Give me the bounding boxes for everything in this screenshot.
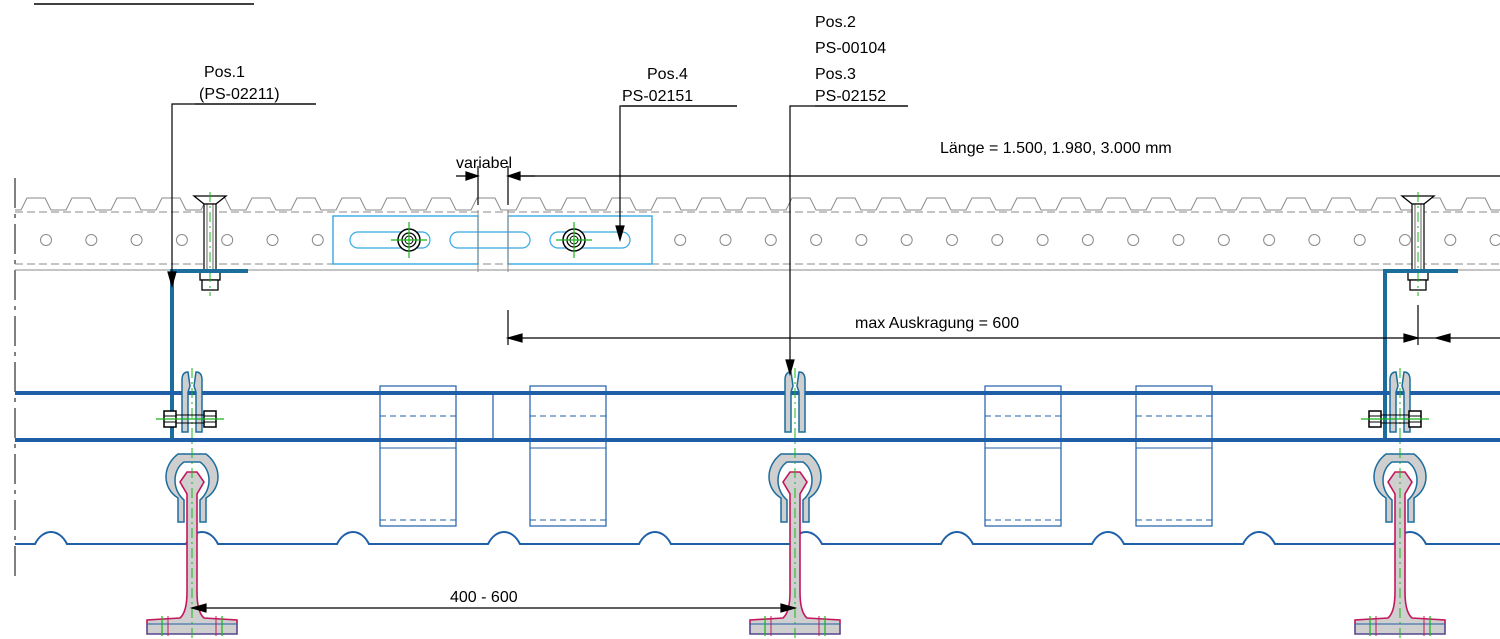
clamps bbox=[146, 367, 1446, 639]
rail-hole bbox=[130, 234, 143, 246]
bracket-bolts bbox=[155, 410, 1430, 428]
rail-hole bbox=[1489, 234, 1500, 246]
rail-screws bbox=[193, 191, 1435, 297]
rail-hole bbox=[85, 234, 98, 246]
rail-block bbox=[984, 385, 1062, 527]
rail-hole bbox=[900, 234, 913, 246]
pos2-code: PS-00104 bbox=[815, 40, 886, 57]
rail-hole bbox=[1172, 234, 1185, 246]
rail-hole bbox=[1308, 234, 1321, 246]
rail-hole bbox=[855, 234, 868, 246]
rail-hole bbox=[311, 234, 324, 246]
auskragung-label: max Auskragung = 600 bbox=[855, 315, 1019, 332]
rail-hole bbox=[1353, 234, 1366, 246]
pos3-label: Pos.3 bbox=[815, 66, 856, 83]
pos4-label: Pos.4 bbox=[647, 66, 688, 83]
pos1-label: Pos.1 bbox=[204, 64, 245, 81]
pos1-code: (PS-02211) bbox=[199, 86, 280, 103]
pos2-label: Pos.2 bbox=[815, 14, 856, 31]
rail-hole bbox=[1263, 234, 1276, 246]
rail-hole bbox=[991, 234, 1004, 246]
connector-plates bbox=[332, 210, 653, 272]
variabel-label: variabel bbox=[456, 155, 512, 172]
pos4-code: PS-02151 bbox=[622, 88, 693, 105]
rail-hole bbox=[1217, 234, 1230, 246]
rail-hole bbox=[674, 234, 687, 246]
rail-hole bbox=[175, 234, 188, 246]
pos3-code: PS-02152 bbox=[815, 88, 886, 105]
rail-hole bbox=[40, 234, 52, 246]
rail-hole bbox=[810, 234, 823, 246]
rail-block bbox=[529, 385, 607, 527]
rail-hole bbox=[1081, 234, 1094, 246]
rail-hole bbox=[1444, 234, 1457, 246]
mounting-rails bbox=[15, 391, 1500, 442]
rail-blocks bbox=[379, 385, 1213, 527]
rail-block bbox=[1135, 385, 1213, 527]
roof-sheet-profile bbox=[15, 531, 1500, 545]
l-brackets bbox=[170, 269, 1458, 440]
spacing-label: 400 - 600 bbox=[450, 589, 518, 606]
leader-lines bbox=[167, 103, 908, 377]
rail-block bbox=[379, 385, 457, 527]
rail-hole bbox=[266, 234, 279, 246]
label-underlines bbox=[195, 103, 908, 107]
rail-hole bbox=[1127, 234, 1140, 246]
rail-hole bbox=[221, 234, 234, 246]
laenge-label: Länge = 1.500, 1.980, 3.000 mm bbox=[940, 140, 1172, 157]
perforated-rail bbox=[15, 197, 1500, 271]
rail-hole bbox=[946, 234, 958, 246]
rail-hole bbox=[1399, 234, 1411, 246]
dimension-auskragung bbox=[505, 305, 1500, 345]
dimension-spacing bbox=[189, 603, 798, 613]
rail-hole bbox=[1036, 234, 1049, 246]
rail-hole bbox=[719, 234, 732, 246]
rail-hole bbox=[764, 234, 777, 246]
